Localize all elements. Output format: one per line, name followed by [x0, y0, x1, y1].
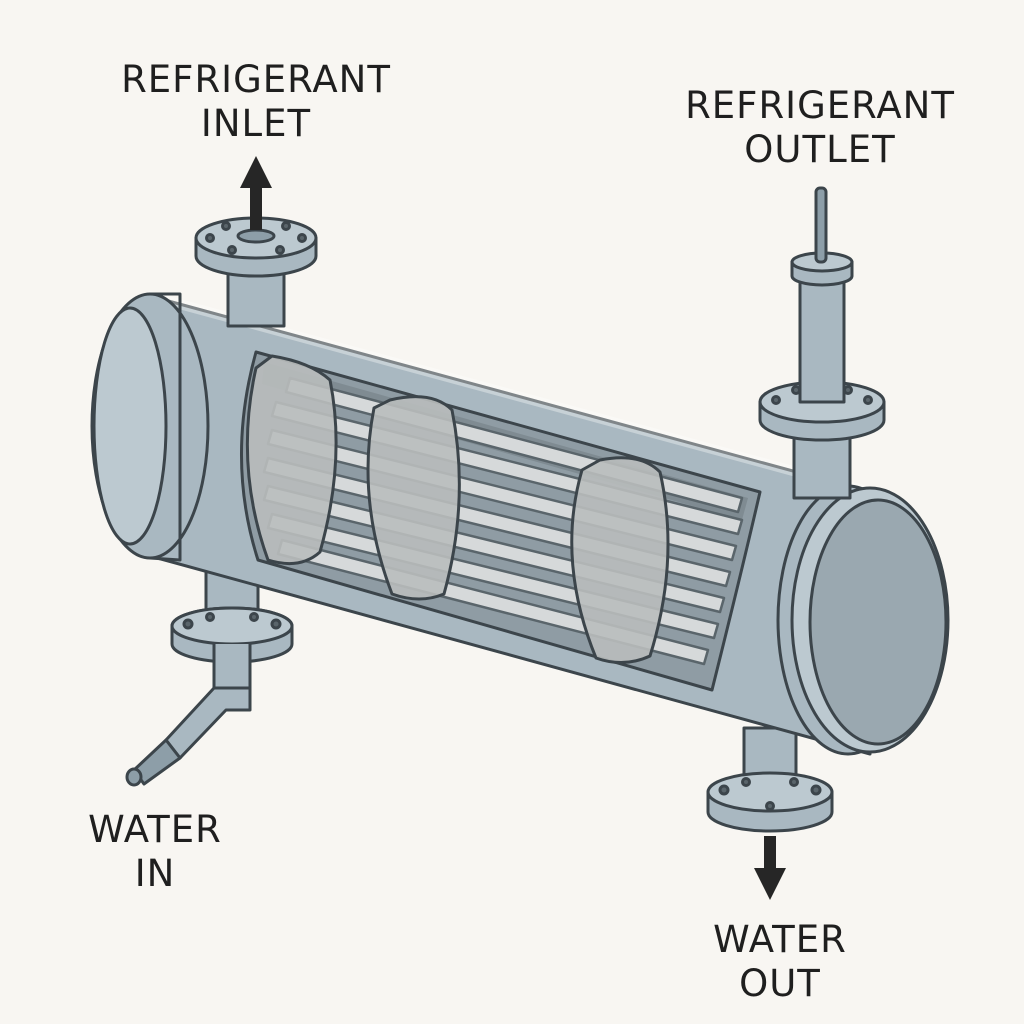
- refrigerant-outlet-nozzle: [758, 186, 886, 500]
- water-out-label: WATER OUT: [680, 918, 880, 1006]
- refrigerant-inlet-label: REFRIGERANT INLET: [96, 58, 416, 146]
- water-in-label-line-1: WATER: [88, 808, 222, 851]
- refrigerant-inlet-label-line-2: INLET: [200, 102, 312, 145]
- water-out-label-line-2: OUT: [739, 962, 821, 1005]
- refrigerant-outlet-label-line-1: REFRIGERANT: [685, 84, 955, 127]
- water-outlet-nozzle: [706, 726, 834, 833]
- water-in-label: WATER IN: [60, 808, 250, 896]
- arrow-down-icon: [754, 836, 786, 900]
- refrigerant-inlet-nozzle: [194, 216, 318, 328]
- baffle-plates: [245, 354, 670, 664]
- right-end-cap: [776, 484, 950, 756]
- water-inlet-nozzle: [125, 548, 294, 787]
- arrow-up-icon: [240, 156, 272, 230]
- water-out-label-line-1: WATER: [713, 918, 847, 961]
- refrigerant-outlet-label: REFRIGERANT OUTLET: [660, 84, 980, 172]
- water-in-label-line-2: IN: [134, 852, 176, 895]
- refrigerant-inlet-label-line-1: REFRIGERANT: [121, 58, 391, 101]
- refrigerant-outlet-label-line-2: OUTLET: [744, 128, 896, 171]
